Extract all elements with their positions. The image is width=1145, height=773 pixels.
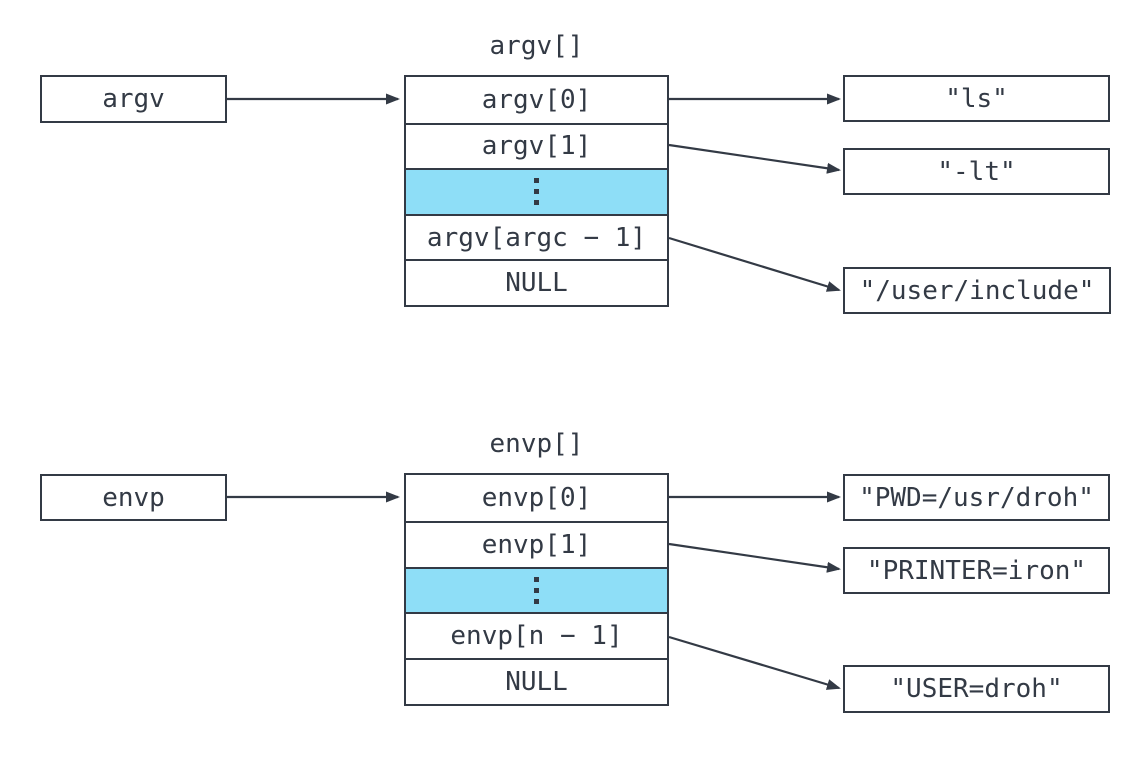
argv-cell-ellipsis bbox=[406, 168, 667, 214]
arrow-argv1-to-lt bbox=[668, 143, 841, 174]
argv-cell-0: argv[0] bbox=[481, 84, 592, 115]
vertical-ellipsis-icon bbox=[534, 576, 539, 604]
argv-cell-last: argv[argc − 1] bbox=[406, 213, 667, 260]
string-box-user-include: "/user/include" bbox=[843, 267, 1111, 314]
string-box-pwd: "PWD=/usr/droh" bbox=[843, 474, 1110, 521]
envp-cell-last: envp[n − 1] bbox=[406, 612, 667, 658]
string-box-ls: "ls" bbox=[843, 75, 1110, 122]
arrow-envplast-to-user bbox=[668, 635, 841, 690]
envp-cell-null: NULL bbox=[406, 658, 667, 704]
envp-cell-1: envp[1] bbox=[406, 520, 667, 567]
arrow-envp1-to-printer bbox=[668, 542, 841, 573]
string-box-user: "USER=droh" bbox=[843, 665, 1110, 713]
envp-cell-0: envp[0] bbox=[481, 482, 592, 513]
argv-cell-1: argv[1] bbox=[406, 122, 667, 169]
envp-pointer-box: envp bbox=[40, 474, 227, 521]
envp-array-title: envp[] bbox=[489, 429, 584, 459]
string-box-printer: "PRINTER=iron" bbox=[843, 547, 1110, 594]
argv-pointer-box: argv bbox=[40, 75, 227, 123]
envp-array: envp[0] envp[1] envp[n − 1] NULL bbox=[404, 473, 669, 706]
argv-cell-null: NULL bbox=[406, 259, 667, 305]
vertical-ellipsis-icon bbox=[534, 178, 539, 206]
arrow-argvlast-to-include bbox=[668, 236, 841, 292]
string-box-lt: "-lt" bbox=[843, 148, 1110, 195]
argv-array: argv[0] argv[1] argv[argc − 1] NULL bbox=[404, 75, 669, 307]
envp-cell-ellipsis bbox=[406, 566, 667, 613]
argv-array-title: argv[] bbox=[489, 31, 584, 61]
